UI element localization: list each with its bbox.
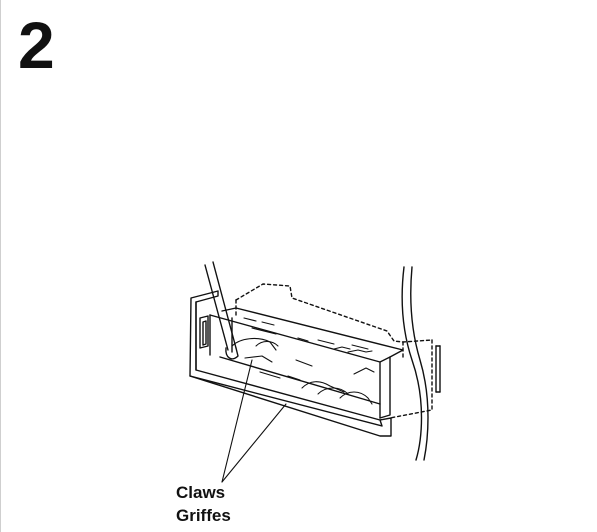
claws-leader-lines (221, 359, 287, 483)
front-frame-plate (189, 290, 392, 437)
claws-label-translation: Griffes (176, 506, 231, 525)
page-left-border (0, 0, 1, 532)
bottom-cutouts (231, 337, 375, 405)
left-side-bracket (199, 315, 209, 349)
step-number: 2 (18, 8, 55, 82)
cable-right (401, 266, 429, 461)
claws-label: Claws (176, 483, 226, 502)
top-vents (243, 317, 373, 353)
sleeve-body (209, 307, 404, 419)
screwdriver-tool (204, 261, 239, 360)
right-side-slots (435, 345, 441, 393)
